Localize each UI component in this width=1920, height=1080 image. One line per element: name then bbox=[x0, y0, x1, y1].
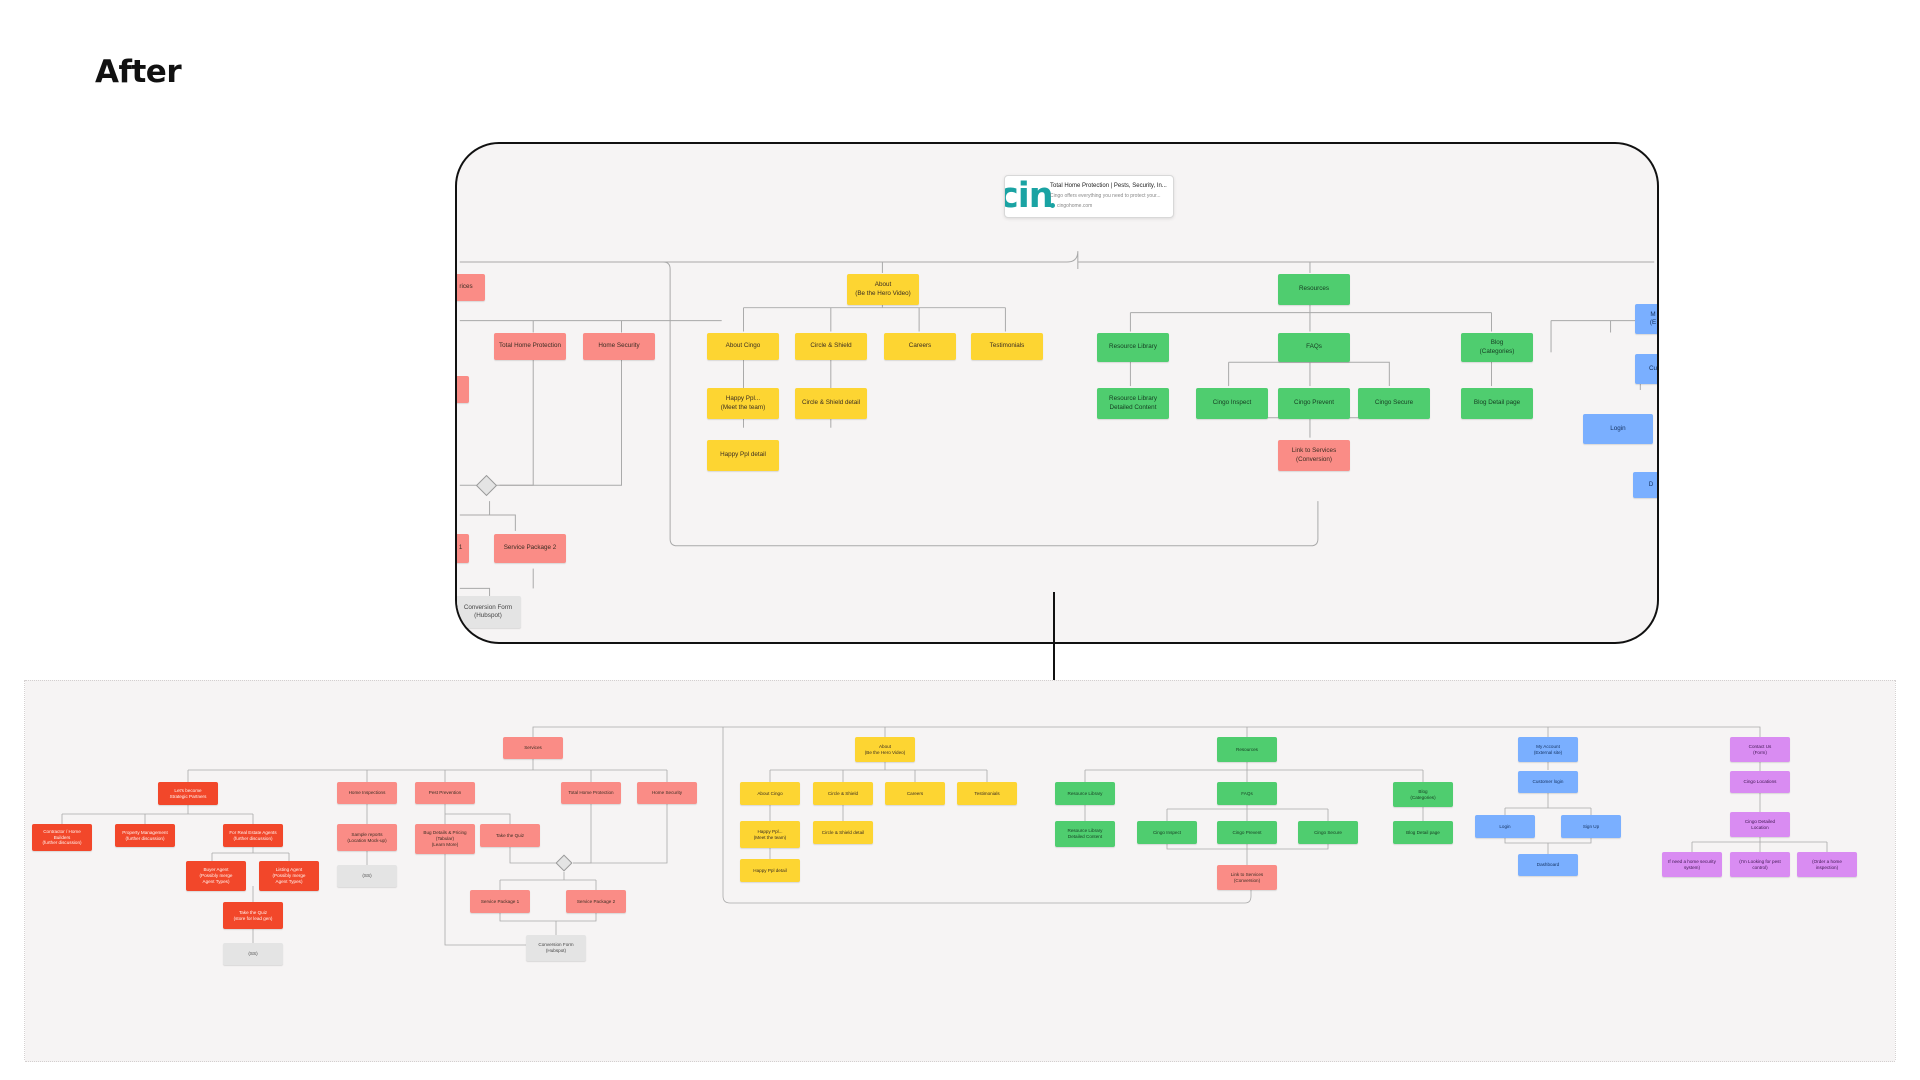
node-take-quiz-lead-gen[interactable]: Take the Quiz (store for lead gen) bbox=[223, 902, 283, 929]
node-buyer-agent[interactable]: Buyer Agent (Possibly merge Agent Types) bbox=[186, 861, 246, 891]
node-looking-pest-control[interactable]: (I'm Looking for pest control) bbox=[1730, 852, 1790, 877]
node-contractor-builders[interactable]: Contractor / Home Builders (further disc… bbox=[32, 824, 92, 851]
zoom-node-cingo-prevent[interactable]: Cingo Prevent bbox=[1278, 388, 1350, 419]
zoom-node-faqs[interactable]: FAQs bbox=[1278, 333, 1350, 362]
node-customer-login[interactable]: Customer login bbox=[1518, 771, 1578, 793]
zoom-node-dashboard-cut[interactable]: D bbox=[1633, 472, 1657, 498]
node-service-package-2[interactable]: Service Package 2 bbox=[566, 890, 626, 913]
cingo-logo-icon: cin bbox=[1005, 176, 1054, 216]
zoom-node-home-security[interactable]: Home Security bbox=[583, 333, 655, 360]
node-take-the-quiz[interactable]: Take the Quiz bbox=[480, 824, 540, 847]
board-edge-right bbox=[1895, 680, 1896, 1060]
zoom-node-circle-shield[interactable]: Circle & Shield bbox=[795, 333, 867, 360]
zoom-node-conversion-form[interactable]: Conversion Form (Hubspot) bbox=[457, 596, 521, 628]
zoom-node-cut-left-mid[interactable] bbox=[457, 376, 469, 403]
link-preview-url[interactable]: cingohome.com bbox=[1050, 203, 1092, 209]
node-faqs[interactable]: FAQs bbox=[1217, 782, 1277, 805]
zoom-node-total-home[interactable]: Total Home Protection bbox=[494, 333, 566, 360]
node-property-management[interactable]: Property Management (further discussion) bbox=[115, 824, 175, 847]
link-url-text: cingohome.com bbox=[1057, 203, 1093, 209]
zoom-node-circle-shield-detail[interactable]: Circle & Shield detail bbox=[795, 388, 867, 419]
node-about[interactable]: About (Be the Hero Video) bbox=[855, 737, 915, 762]
zoom-decision-diamond[interactable] bbox=[475, 474, 498, 497]
node-home-security[interactable]: Home Security bbox=[637, 782, 697, 804]
zoom-node-service-pkg-2[interactable]: Service Package 2 bbox=[494, 534, 566, 563]
zoom-node-resource-detail[interactable]: Resource Library Detailed Content bbox=[1097, 388, 1169, 419]
link-preview-card[interactable]: cin Total Home Protection | Pests, Secur… bbox=[1004, 175, 1174, 218]
zoom-node-cingo-secure[interactable]: Cingo Secure bbox=[1358, 388, 1430, 419]
node-cingo-locations[interactable]: Cingo Locations bbox=[1730, 771, 1790, 793]
zoom-node-cingo-inspect[interactable]: Cingo Inspect bbox=[1196, 388, 1268, 419]
node-listing-agent[interactable]: Listing Agent (Possibly merge Agent Type… bbox=[259, 861, 319, 891]
node-need-security-system[interactable]: If need a home security system) bbox=[1662, 852, 1722, 877]
node-happy-ppl[interactable]: Happy Ppl... (Meet the team) bbox=[740, 821, 800, 848]
node-link-to-services[interactable]: Link to Services (Conversion) bbox=[1217, 865, 1277, 890]
zoom-node-about[interactable]: About (Be the Hero Video) bbox=[847, 274, 919, 305]
node-circle-shield-detail[interactable]: Circle & Shield detail bbox=[813, 821, 873, 844]
link-preview-title: Total Home Protection | Pests, Security,… bbox=[1050, 183, 1167, 189]
node-careers[interactable]: Careers bbox=[885, 782, 945, 805]
node-my-account[interactable]: My Account (External site) bbox=[1518, 737, 1578, 762]
node-resources[interactable]: Resources bbox=[1217, 737, 1277, 762]
node-conversion-form[interactable]: Conversion Form (Hubspot) bbox=[526, 935, 586, 961]
node-contact-us[interactable]: Contact Us (Form) bbox=[1730, 737, 1790, 762]
node-blog[interactable]: Blog (Categories) bbox=[1393, 782, 1453, 807]
node-pest-prevention[interactable]: Pest Prevention bbox=[415, 782, 475, 804]
zoom-node-link-services[interactable]: Link to Services (Conversion) bbox=[1278, 440, 1350, 471]
zoom-node-about-cingo[interactable]: About Cingo bbox=[707, 333, 779, 360]
node-real-estate-agents[interactable]: For Real Estate Agents (further discussi… bbox=[223, 824, 283, 847]
page-title: After bbox=[95, 54, 182, 90]
node-ss-agent[interactable]: (SS) bbox=[223, 943, 283, 965]
board-edge-left bbox=[24, 680, 25, 1060]
node-happy-ppl-detail[interactable]: Happy Ppl detail bbox=[740, 859, 800, 882]
node-cingo-prevent[interactable]: Cingo Prevent bbox=[1217, 821, 1277, 844]
node-lets-become-partners[interactable]: Let's become Strategic Partners bbox=[158, 782, 218, 805]
node-about-cingo[interactable]: About Cingo bbox=[740, 782, 800, 805]
link-preview-description: Cingo offers everything you need to prot… bbox=[1050, 193, 1161, 199]
node-order-inspection[interactable]: (Order a home inspection) bbox=[1797, 852, 1857, 877]
node-dashboard[interactable]: Dashboard bbox=[1518, 854, 1578, 876]
node-ss-inspections[interactable]: (SS) bbox=[337, 865, 397, 887]
zoom-node-testimonials[interactable]: Testimonials bbox=[971, 333, 1043, 360]
node-blog-detail[interactable]: Blog Detail page bbox=[1393, 821, 1453, 844]
zoom-node-resources[interactable]: Resources bbox=[1278, 274, 1350, 305]
zoom-node-happy-ppl-detail[interactable]: Happy Ppl detail bbox=[707, 440, 779, 471]
node-cingo-secure[interactable]: Cingo Secure bbox=[1298, 821, 1358, 844]
sitemap-board[interactable]: Services Let's become Strategic Partners… bbox=[25, 680, 1895, 1062]
node-login[interactable]: Login bbox=[1475, 815, 1535, 838]
node-total-home-protection[interactable]: Total Home Protection bbox=[561, 782, 621, 804]
zoom-node-resource-library[interactable]: Resource Library bbox=[1097, 333, 1169, 362]
node-service-package-1[interactable]: Service Package 1 bbox=[470, 890, 530, 913]
zoom-node-customer-cut[interactable]: Cu bbox=[1635, 354, 1657, 384]
node-testimonials[interactable]: Testimonials bbox=[957, 782, 1017, 805]
node-resource-detail[interactable]: Resource Library Detailed Content bbox=[1055, 821, 1115, 847]
node-sample-reports[interactable]: Sample reports (Location Mock-up) bbox=[337, 824, 397, 851]
node-resource-library[interactable]: Resource Library bbox=[1055, 782, 1115, 805]
node-circle-shield[interactable]: Circle & Shield bbox=[813, 782, 873, 805]
zoom-node-blog-detail[interactable]: Blog Detail page bbox=[1461, 388, 1533, 419]
globe-icon bbox=[1050, 203, 1055, 209]
zoom-node-pkg1-cut[interactable]: e 1 bbox=[457, 534, 469, 563]
zoom-node-login[interactable]: Login bbox=[1583, 414, 1653, 444]
zoom-node-careers[interactable]: Careers bbox=[884, 333, 956, 360]
node-cingo-inspect[interactable]: Cingo Inspect bbox=[1137, 821, 1197, 844]
node-sign-up[interactable]: Sign Up bbox=[1561, 815, 1621, 838]
zoom-node-account-cut[interactable]: M (E bbox=[1635, 304, 1657, 334]
callout-connector-line bbox=[1053, 592, 1055, 747]
decision-diamond[interactable] bbox=[555, 854, 573, 872]
zoom-node-happy-ppl[interactable]: Happy Ppl... (Meet the team) bbox=[707, 388, 779, 419]
node-cingo-detailed-location[interactable]: Cingo Detailed Location bbox=[1730, 812, 1790, 837]
node-home-inspections[interactable]: Home Inspections bbox=[337, 782, 397, 804]
zoom-detail-frame[interactable]: cin Total Home Protection | Pests, Secur… bbox=[455, 142, 1659, 644]
zoom-node-blog[interactable]: Blog (Categories) bbox=[1461, 333, 1533, 362]
node-bug-details-pricing[interactable]: Bug Details & Pricing (Tabular) (Learn M… bbox=[415, 824, 475, 854]
node-services[interactable]: Services bbox=[503, 737, 563, 759]
zoom-node-services-cut[interactable]: rices bbox=[457, 274, 485, 301]
